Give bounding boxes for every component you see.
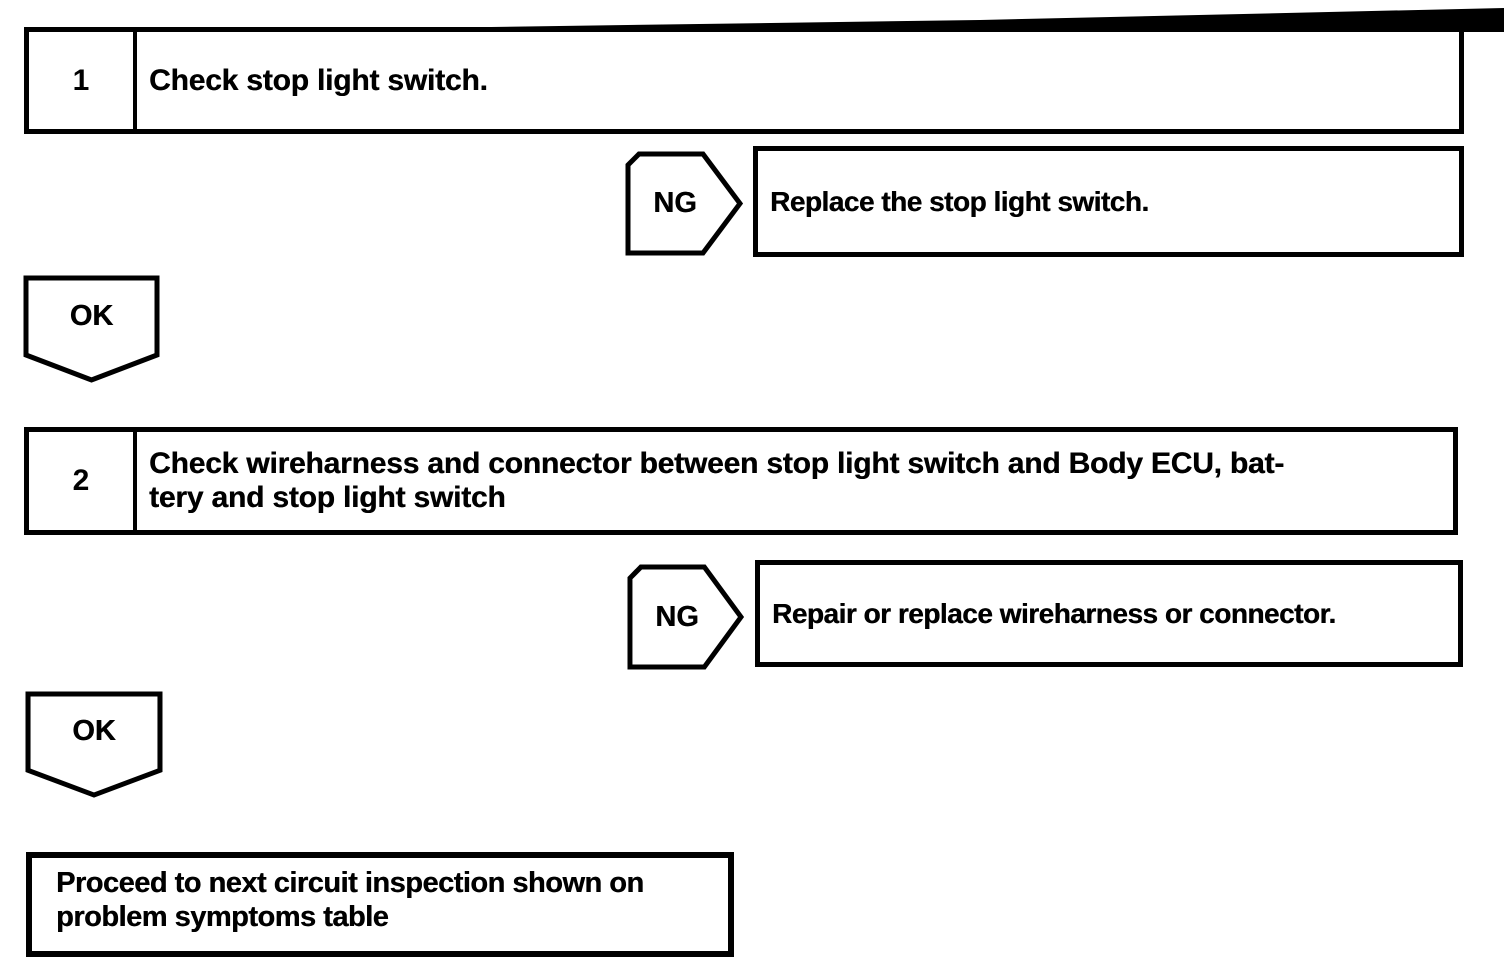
step-box-2: 2 Check wireharness and connector betwee… bbox=[24, 427, 1458, 535]
ng-connector-2: NG bbox=[627, 564, 744, 670]
ng-arrow-shape bbox=[627, 564, 744, 670]
result-box-1: Replace the stop light switch. bbox=[753, 146, 1464, 257]
result-box-2: Repair or replace wireharness or connect… bbox=[755, 560, 1463, 667]
ok-arrow-shape bbox=[23, 275, 160, 383]
ng-arrow-shape bbox=[625, 151, 743, 256]
step-number-cell-2: 2 bbox=[29, 432, 137, 530]
step-instruction-1: Check stop light switch. bbox=[149, 63, 488, 97]
result-text-2: Repair or replace wireharness or connect… bbox=[772, 597, 1336, 629]
ng-label-2: NG bbox=[655, 600, 699, 633]
ok-connector-1: OK bbox=[23, 275, 160, 383]
step-number-2: 2 bbox=[72, 464, 90, 497]
final-text: Proceed to next circuit inspection shown… bbox=[56, 867, 644, 933]
ok-label-1: OK bbox=[69, 299, 114, 332]
ok-arrow-shape bbox=[25, 691, 163, 798]
result-text-1: Replace the stop light switch. bbox=[770, 185, 1149, 217]
step-number-1: 1 bbox=[72, 63, 90, 97]
ok-connector-2: OK bbox=[25, 691, 163, 798]
ok-label-2: OK bbox=[72, 715, 116, 748]
step-box-1: 1 Check stop light switch. bbox=[24, 27, 1464, 134]
step-number-cell-1: 1 bbox=[29, 32, 137, 129]
final-box: Proceed to next circuit inspection shown… bbox=[26, 852, 734, 957]
ng-label-1: NG bbox=[653, 187, 697, 219]
ng-connector-1: NG bbox=[625, 151, 743, 256]
scan-artifact-line bbox=[420, 8, 1504, 32]
step-instruction-2: Check wireharness and connector between … bbox=[149, 447, 1284, 514]
